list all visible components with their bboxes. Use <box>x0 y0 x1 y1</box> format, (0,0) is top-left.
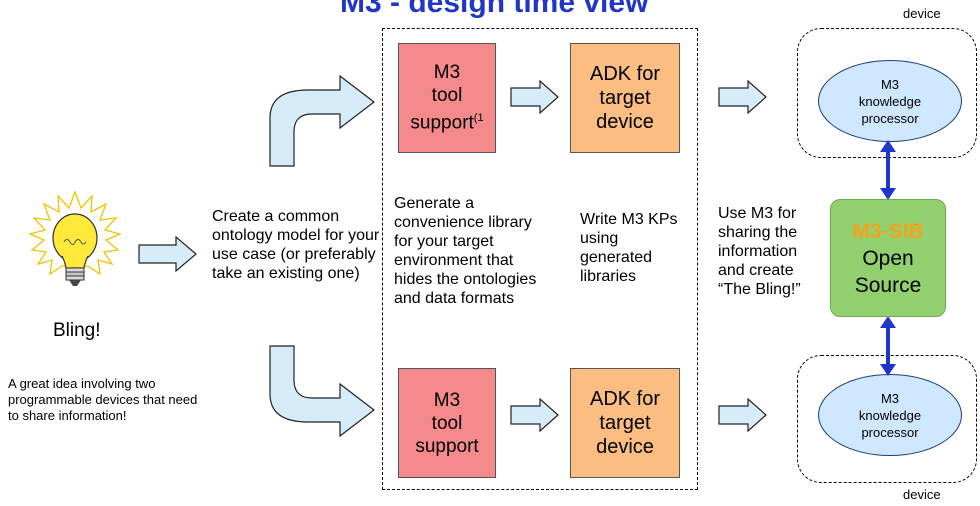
footnote-marker: (1 <box>473 112 484 125</box>
double-arrow-connector-top <box>880 140 896 200</box>
curved-arrow-up-icon <box>269 74 375 167</box>
m3-tool-support-bottom: M3 tool support <box>398 368 496 478</box>
m3-sib-box: M3-SIB Open Source <box>830 199 946 317</box>
arrow-right-icon <box>510 398 559 432</box>
m3-tool-top-line3: support <box>410 112 474 134</box>
knowledge-processor-top: M3 knowledge processor <box>818 60 962 142</box>
use-text: Use M3 for sharing the information and c… <box>718 205 801 298</box>
adk-top-line1: ADK for <box>589 63 661 85</box>
kp-top-line2: knowledge <box>858 93 922 109</box>
arrow-right-icon <box>510 80 559 114</box>
m3-tool-bottom-line3: support <box>415 435 479 457</box>
sib-line3: Source <box>854 273 922 297</box>
m3-tool-top-line2: tool <box>431 85 463 107</box>
kp-top-line1: M3 <box>880 76 900 92</box>
device-label-bottom: device <box>903 487 941 502</box>
write-text: Write M3 KPs using generated libraries <box>580 211 678 285</box>
page-title: M3 - design time view <box>340 0 649 19</box>
adk-top-line2: target <box>599 87 651 109</box>
sib-line2: Open <box>862 246 914 270</box>
bulb-description: A great idea involving two programmable … <box>8 376 198 423</box>
kp-bottom-line3: processor <box>861 424 919 440</box>
m3-tool-top-line1: M3 <box>433 62 461 84</box>
tooling-frame <box>382 28 698 490</box>
generate-text: Generate a convenience library for your … <box>394 195 537 307</box>
arrow-right-icon <box>138 236 197 272</box>
kp-bottom-line2: knowledge <box>858 407 922 423</box>
sib-title: M3-SIB <box>852 219 924 243</box>
kp-bottom-line1: M3 <box>880 390 900 406</box>
double-arrow-connector-bottom <box>880 316 896 376</box>
arrow-right-icon <box>718 80 767 114</box>
m3-tool-bottom-line1: M3 <box>433 389 461 411</box>
arrow-right-icon <box>718 398 767 432</box>
m3-tool-bottom-line2: tool <box>431 412 463 434</box>
bulb-caption: Bling! <box>53 320 101 341</box>
lightbulb-icon <box>28 190 122 286</box>
m3-tool-support-top: M3 tool support(1 <box>398 43 496 153</box>
adk-bottom-line3: device <box>596 436 654 458</box>
knowledge-processor-bottom: M3 knowledge processor <box>818 374 962 456</box>
adk-bottom-line2: target <box>599 412 651 434</box>
device-label-top: device <box>903 6 941 21</box>
adk-box-top: ADK for target device <box>570 43 680 153</box>
kp-top-line3: processor <box>861 110 919 126</box>
adk-box-bottom: ADK for target device <box>570 368 680 478</box>
adk-top-line3: device <box>596 111 654 133</box>
curved-arrow-down-icon <box>269 345 375 438</box>
adk-bottom-line1: ADK for <box>589 388 661 410</box>
step1-text: Create a common ontology model for your … <box>212 208 380 282</box>
